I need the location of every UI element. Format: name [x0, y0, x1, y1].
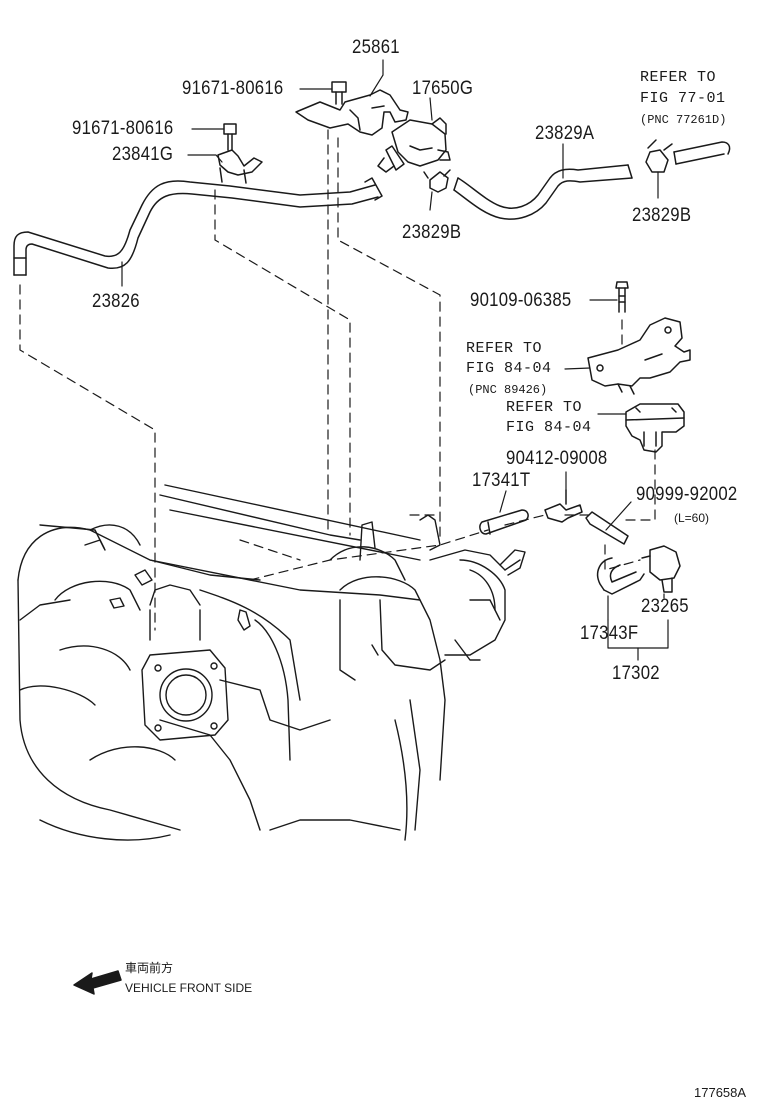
- ref-fig84a-line2: FIG 84-04: [466, 360, 552, 377]
- bracket-sensor-mount: [587, 317, 691, 395]
- ref-fig84a-pnc: (PNC 89426): [468, 383, 548, 397]
- ref-fig84a-line1: REFER TO: [466, 340, 543, 357]
- hose-17341t: [479, 509, 529, 535]
- hose-90999: [585, 511, 629, 545]
- hose-23826: [13, 177, 383, 276]
- engine-block-drawing: [17, 484, 526, 841]
- label-91671-80616-mid: 91671-80616: [72, 118, 174, 139]
- fitting-90412: [544, 489, 583, 523]
- label-90999-length: (L=60): [674, 511, 710, 525]
- label-90109-06385: 90109-06385: [470, 290, 572, 311]
- ref-fig77-line2: FIG 77-01: [640, 90, 726, 107]
- label-17650g: 17650G: [412, 78, 474, 99]
- hose-23829a: [453, 164, 633, 220]
- ref-fig77-pnc: (PNC 77261D): [640, 113, 727, 127]
- label-23265: 23265: [641, 596, 689, 617]
- direction-label-english: VEHICLE FRONT SIDE: [125, 981, 253, 995]
- ref-fig84b-line2: FIG 84-04: [506, 419, 592, 436]
- figure-id: 177658A: [694, 1085, 747, 1100]
- bracket-25861: [295, 81, 409, 136]
- label-90999-92002: 90999-92002: [636, 484, 738, 505]
- sensor-23265: [641, 545, 681, 593]
- label-17343f: 17343F: [580, 623, 639, 644]
- bolt-90109: [615, 281, 629, 313]
- sensor-module: [625, 403, 685, 453]
- label-23841g: 23841G: [112, 144, 174, 165]
- label-91671-80616-top: 91671-80616: [182, 78, 284, 99]
- label-25861: 25861: [352, 37, 400, 58]
- solid-leader-lines: [121, 59, 669, 661]
- valve-17650g: [377, 117, 451, 173]
- clamp-23841g: [217, 123, 263, 184]
- front-direction-arrow: [73, 970, 122, 995]
- direction-label-japanese: 車両前方: [125, 961, 174, 975]
- ref-fig84b-line1: REFER TO: [506, 399, 583, 416]
- label-23829a: 23829A: [535, 123, 595, 144]
- label-17302: 17302: [612, 663, 660, 684]
- label-23826: 23826: [92, 291, 140, 312]
- ref-fig77-line1: REFER TO: [640, 69, 717, 86]
- hose-17343f: [596, 557, 645, 595]
- label-17341t: 17341T: [472, 470, 531, 491]
- clamp-23829b-right: [645, 139, 731, 173]
- label-23829b-left: 23829B: [402, 222, 462, 243]
- dashed-leader-lines: [19, 129, 656, 631]
- label-90412-09008: 90412-09008: [506, 448, 608, 469]
- clamp-23829b-left: [423, 169, 451, 193]
- label-23829b-right: 23829B: [632, 205, 692, 226]
